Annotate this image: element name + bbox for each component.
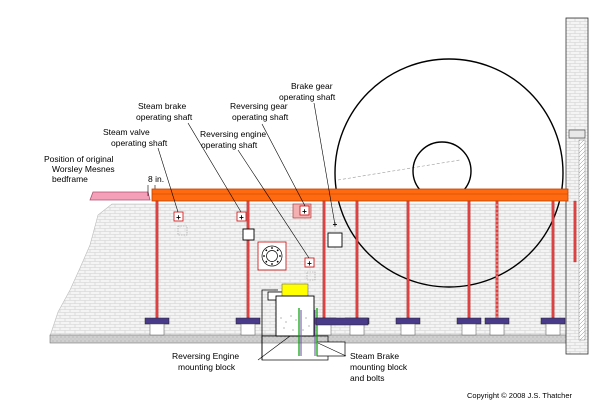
plinth xyxy=(489,323,505,336)
plinth xyxy=(349,323,365,336)
steam-brake-shaft: + xyxy=(236,211,255,241)
leader-brake-block xyxy=(317,342,347,357)
tie-rod xyxy=(406,200,410,319)
label-bedframe: Position of original Worsley Mesnes bedf… xyxy=(44,154,117,184)
svg-text:+: + xyxy=(176,213,181,222)
tie-rod xyxy=(355,200,359,319)
plinth xyxy=(240,323,256,336)
svg-text:+: + xyxy=(307,259,312,268)
tie-rods xyxy=(144,200,577,336)
tie-rod xyxy=(573,200,577,263)
leader-rev-block xyxy=(257,335,291,361)
steam-valve-shaft: + xyxy=(173,211,188,236)
tie-rod xyxy=(467,200,471,319)
plinth xyxy=(149,323,165,336)
reference-line xyxy=(337,159,461,181)
label-steam-brake: Steam brake operating shaft xyxy=(136,101,193,122)
original-bedframe xyxy=(89,191,151,201)
plinth xyxy=(461,323,477,336)
label-rev-engine-block: Reversing Engine mounting block xyxy=(172,351,241,372)
label-brake-gear: Brake gear operating shaft xyxy=(279,81,336,102)
leader-brake-gear xyxy=(313,102,336,226)
label-steam-brake-block: Steam Brake mounting block and bolts xyxy=(350,351,410,383)
tie-rod xyxy=(551,200,555,319)
base-plate xyxy=(235,317,261,325)
leader-reversing-engine xyxy=(237,149,310,259)
leader-lines xyxy=(157,102,347,361)
right-column xyxy=(565,17,589,355)
base-plate xyxy=(484,317,510,325)
label-reversing-engine: Reversing engine operating shaft xyxy=(200,129,269,150)
label-dimension: 8 in. xyxy=(148,174,164,184)
svg-text:+: + xyxy=(239,213,244,222)
leader-steam-brake xyxy=(187,122,242,213)
base-plate xyxy=(540,317,566,325)
tie-rod xyxy=(246,200,250,319)
tie-rod xyxy=(495,200,499,319)
tie-rod xyxy=(322,200,326,319)
base-plate xyxy=(395,317,421,325)
plinth xyxy=(316,323,332,336)
round-flange xyxy=(257,241,287,271)
reversing-engine-shaft: + xyxy=(304,257,316,281)
plinth xyxy=(545,323,561,336)
label-reversing-gear: Reversing gear operating shaft xyxy=(230,101,290,122)
plinth xyxy=(400,323,416,336)
reversing-gear-shaft: + xyxy=(292,203,312,219)
base-plate xyxy=(144,317,170,325)
svg-text:+: + xyxy=(302,207,307,216)
tie-rod xyxy=(155,200,159,319)
copyright: Copyright © 2008 J.S. Thatcher xyxy=(467,391,573,400)
base-plate xyxy=(456,317,482,325)
leader-reversing-gear xyxy=(261,123,306,207)
leader-steam-valve xyxy=(157,147,179,213)
label-steam-valve: Steam valve operating shaft xyxy=(103,127,168,148)
main-beam xyxy=(151,188,569,202)
